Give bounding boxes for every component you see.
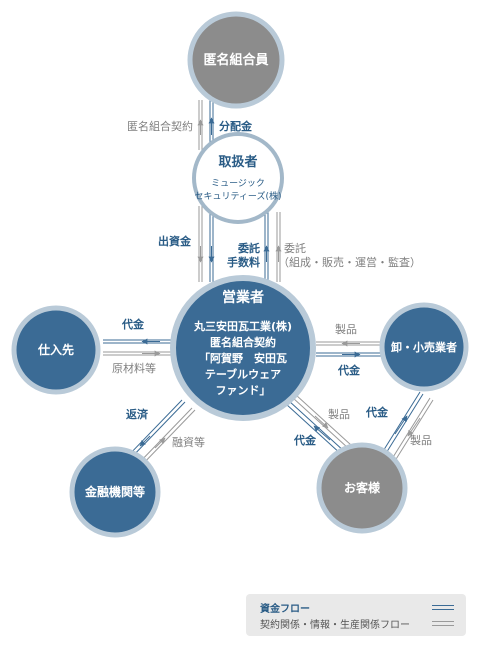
- operator-line2: 匿名組合契約: [210, 335, 276, 349]
- node-retailer: 卸・小売業者: [379, 302, 469, 392]
- financing-label: 融資等: [172, 435, 205, 449]
- legend: 資金フロー 契約関係・情報・生産関係フロー: [246, 594, 466, 636]
- repayment-label: 返済: [126, 407, 149, 421]
- operator-line5: ファンド」: [216, 384, 271, 397]
- consign-label-2: （組成・販売・運営・監査）: [278, 255, 421, 269]
- handler-sub1: ミュージック: [211, 178, 265, 189]
- customer-label: お客様: [344, 480, 381, 495]
- node-supplier: 仕入先: [11, 305, 101, 395]
- financing-line: [135, 407, 196, 469]
- commission-line: [264, 210, 269, 280]
- rc-product-label: 製品: [410, 433, 432, 447]
- flow-lines: [103, 98, 434, 469]
- node-customer: お客様: [316, 442, 408, 534]
- rc-payment-arrow: [394, 415, 408, 435]
- customer-payment-label: 代金: [293, 433, 317, 447]
- operator-title: 営業者: [222, 289, 264, 306]
- handler-title: 取扱者: [218, 154, 257, 170]
- customer-product-arrow: [314, 415, 329, 429]
- customer-product-label: 製品: [328, 407, 350, 421]
- retailer-label: 卸・小売業者: [391, 340, 457, 354]
- handler-sub2: セキュリティーズ(株): [194, 190, 281, 202]
- bank-label: 金融機関等: [84, 484, 145, 499]
- contract-label: 匿名組合契約: [127, 119, 193, 133]
- retailer-payment-label: 代金: [337, 363, 361, 377]
- repayment-arrow: [139, 435, 151, 447]
- repayment-line: [125, 399, 186, 461]
- legend-contract-swatch: [432, 621, 454, 626]
- retailer-payment-line: [316, 352, 384, 357]
- commission-label-1: 委託: [237, 241, 260, 255]
- supplier-payment-label: 代金: [121, 317, 145, 331]
- rc-payment-label: 代金: [365, 405, 389, 419]
- node-operator: 営業者 丸三安田瓦工業(株) 匿名組合契約 「阿賀野 安田瓦 テーブルウェア フ…: [170, 275, 316, 421]
- operator-line1: 丸三安田瓦工業(株): [193, 319, 292, 333]
- retailer-product-line: [316, 341, 384, 346]
- supplier-payment-line: [103, 339, 172, 344]
- distribution-label: 分配金: [219, 119, 253, 133]
- materials-line: [103, 351, 172, 356]
- consign-label-1: 委託: [284, 241, 306, 255]
- legend-money-flow: 資金フロー: [260, 604, 310, 615]
- operator-line3: 「阿賀野 安田瓦: [199, 351, 287, 365]
- commission-label-2: 手数料: [227, 255, 260, 269]
- supplier-label: 仕入先: [37, 342, 74, 357]
- customer-payment-arrow: [313, 425, 331, 441]
- node-handler: 取扱者 ミュージック セキュリティーズ(株): [192, 132, 284, 224]
- investment-blue-line: [209, 206, 214, 282]
- legend-contract-flow: 契約関係・情報・生産関係フロー: [260, 620, 410, 631]
- customer-product-line: [292, 394, 352, 449]
- legend-money-swatch: [432, 605, 454, 610]
- investment-label: 出資金: [158, 234, 192, 248]
- rc-payment-line: [379, 391, 424, 459]
- materials-label: 原材料等: [112, 361, 156, 375]
- investor-label: 匿名組合員: [203, 52, 268, 68]
- rc-product-arrow: [407, 417, 421, 437]
- retailer-product-label: 製品: [335, 322, 357, 336]
- node-investor: 匿名組合員: [187, 11, 285, 109]
- operator-line4: テーブルウェア: [205, 367, 281, 381]
- node-bank: 金融機関等: [69, 446, 161, 538]
- financing-arrow: [154, 437, 166, 449]
- investment-line: [198, 206, 203, 282]
